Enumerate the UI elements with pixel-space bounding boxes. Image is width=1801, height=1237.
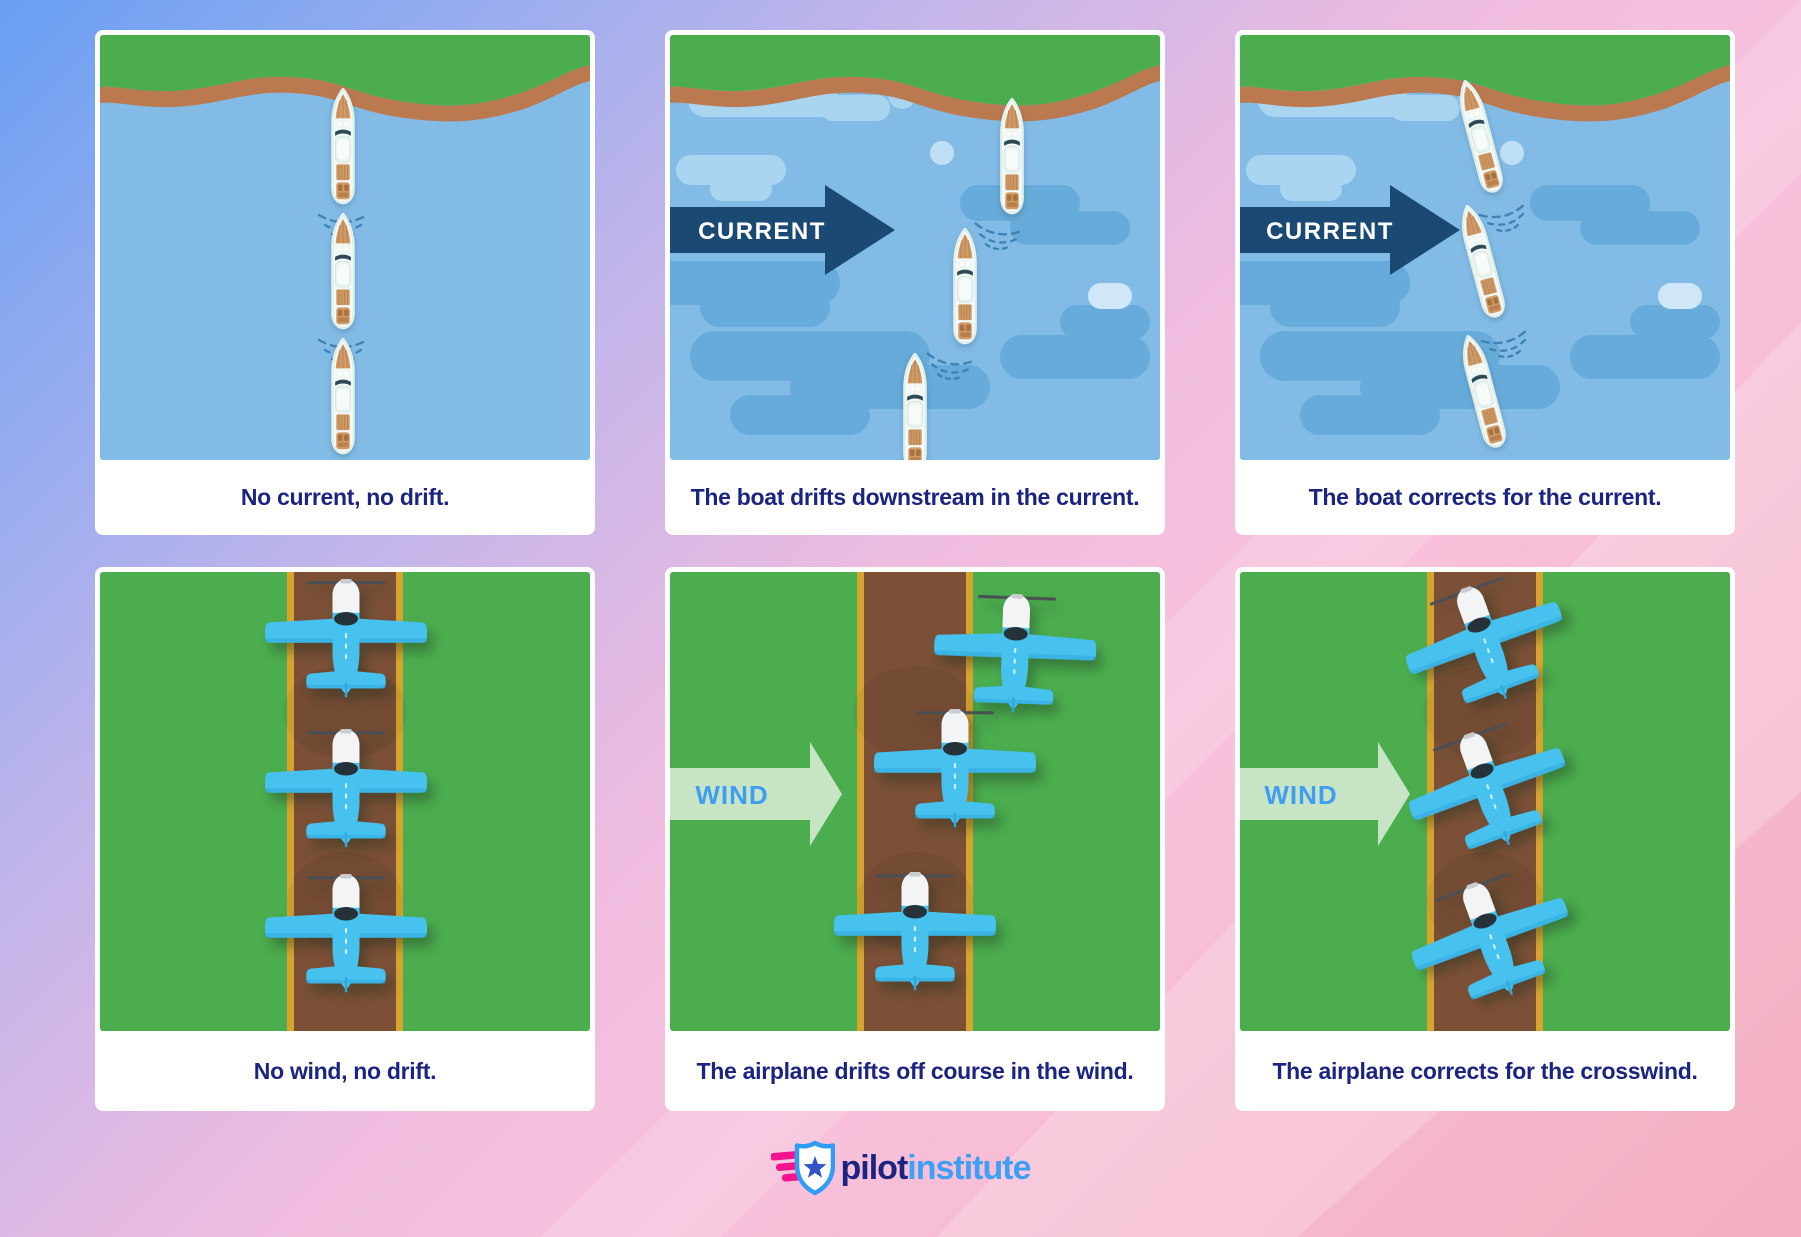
- wind-arrow-label: WIND: [695, 780, 768, 810]
- current-arrow-label: CURRENT: [1266, 218, 1394, 245]
- logo-word-institute: institute: [907, 1148, 1031, 1187]
- boat-icon: [331, 338, 355, 455]
- wind-arrow-label: WIND: [1264, 780, 1337, 810]
- panel-caption: No current, no drift.: [240, 484, 450, 510]
- current-arrow-icon: CURRENT: [670, 185, 895, 275]
- current-arrow-label: CURRENT: [698, 218, 826, 245]
- boat-scene-correct: CURRENT: [1240, 35, 1730, 460]
- wind-arrow-icon: WIND: [1240, 742, 1410, 846]
- pilot-institute-logo: pilotinstitute: [770, 1140, 1032, 1196]
- wind-arrow-icon: WIND: [670, 742, 842, 846]
- plane-scene-correct: WIND: [1240, 572, 1730, 1031]
- boat-icon: [953, 228, 977, 345]
- panel-card-boat-drifts: CURRENT The boat drifts downstream in th…: [665, 30, 1165, 535]
- boat-icon: [1000, 98, 1024, 215]
- boat-icon: [331, 213, 355, 330]
- boat-icon: [331, 88, 355, 205]
- panel-caption: The airplane corrects for the crosswind.: [1272, 1057, 1698, 1084]
- boat-icon: [903, 353, 927, 460]
- panel-card-no-wind: No wind, no drift.: [95, 567, 595, 1111]
- logo-word-pilot: pilot: [840, 1148, 909, 1187]
- boat-scene-no-current: [100, 35, 590, 460]
- panel-card-boat-corrects: CURRENT The boat corrects for the curren…: [1235, 30, 1735, 535]
- panel-caption: The airplane drifts off course in the wi…: [696, 1057, 1134, 1084]
- panel-card-plane-corrects: WIND The airplane corrects for the cross…: [1235, 567, 1735, 1111]
- panel-caption: No wind, no drift.: [253, 1057, 437, 1084]
- boat-scene-drift: CURRENT: [670, 35, 1160, 460]
- logo-wordmark: pilotinstitute: [840, 1148, 1032, 1188]
- plane-scene-no-wind: [100, 572, 590, 1031]
- panel-card-plane-drifts: WIND The airplane drifts off course in t…: [665, 567, 1165, 1111]
- panel-caption: The boat corrects for the current.: [1308, 484, 1662, 510]
- current-arrow-icon: CURRENT: [1240, 185, 1460, 275]
- panel-caption: The boat drifts downstream in the curren…: [690, 484, 1140, 510]
- shield-star-wings-icon: [770, 1140, 835, 1196]
- plane-scene-drift: WIND: [670, 572, 1160, 1031]
- panel-card-no-current: No current, no drift.: [95, 30, 595, 535]
